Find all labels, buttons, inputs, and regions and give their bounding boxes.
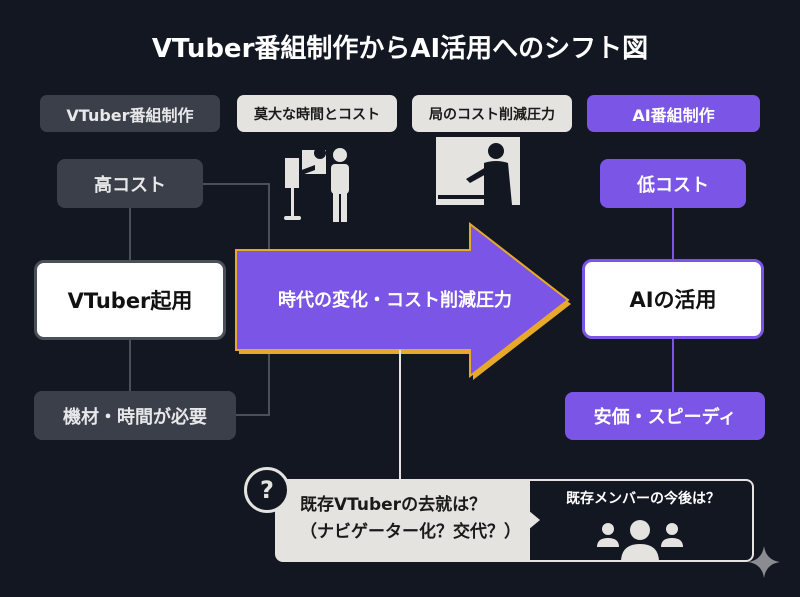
high-cost-box: 高コスト bbox=[57, 159, 203, 208]
sparkle-icon bbox=[748, 546, 780, 578]
page-title: VTuber番組制作からAI活用へのシフト図 bbox=[151, 34, 649, 64]
shift-arrow bbox=[235, 221, 571, 380]
ai-use-box: AIの活用 bbox=[582, 259, 764, 339]
question-text: 既存VTuberの去就は？ （ナビゲーター化？交代？） bbox=[300, 492, 550, 546]
bubble-pointer bbox=[528, 510, 540, 530]
question-mark-icon: ? bbox=[244, 467, 290, 513]
vtuber-use-box: VTuber起用 bbox=[34, 260, 226, 340]
question-line1: 既存VTuberの去就は？ bbox=[300, 495, 487, 515]
arrow-label: 時代の変化・コスト削減圧力 bbox=[278, 290, 512, 311]
connector-left-vertical-top bbox=[129, 207, 131, 262]
header-vtuber-production: VTuber番組制作 bbox=[40, 95, 220, 132]
people-group-icon bbox=[597, 520, 683, 562]
camera-operator-icon bbox=[284, 147, 349, 222]
question-bubble bbox=[275, 479, 491, 562]
members-label: 既存メンバーの今後は？ bbox=[566, 491, 720, 507]
header-huge-time-cost: 莫大な時間とコスト bbox=[237, 95, 397, 132]
question-line2: （ナビゲーター化？交代？） bbox=[300, 522, 521, 542]
connector-right-vertical-top bbox=[672, 208, 674, 262]
low-cost-box: 低コスト bbox=[600, 159, 746, 208]
presenter-whiteboard-icon bbox=[436, 137, 520, 205]
connector-left-vertical-bottom bbox=[129, 338, 131, 396]
question-bubble-extension bbox=[490, 479, 532, 562]
connector-right-vertical-bottom bbox=[672, 338, 674, 394]
equipment-time-box: 機材・時間が必要 bbox=[34, 391, 236, 440]
header-ai-production: AI番組制作 bbox=[587, 95, 760, 132]
connector-bracket-bottom bbox=[236, 414, 270, 416]
header-station-cost-pressure: 局のコスト削減圧力 bbox=[412, 95, 572, 132]
connector-bracket-top bbox=[203, 183, 270, 185]
cheap-speedy-box: 安価・スピーディ bbox=[565, 392, 765, 440]
connector-arrow-to-question bbox=[399, 350, 401, 480]
